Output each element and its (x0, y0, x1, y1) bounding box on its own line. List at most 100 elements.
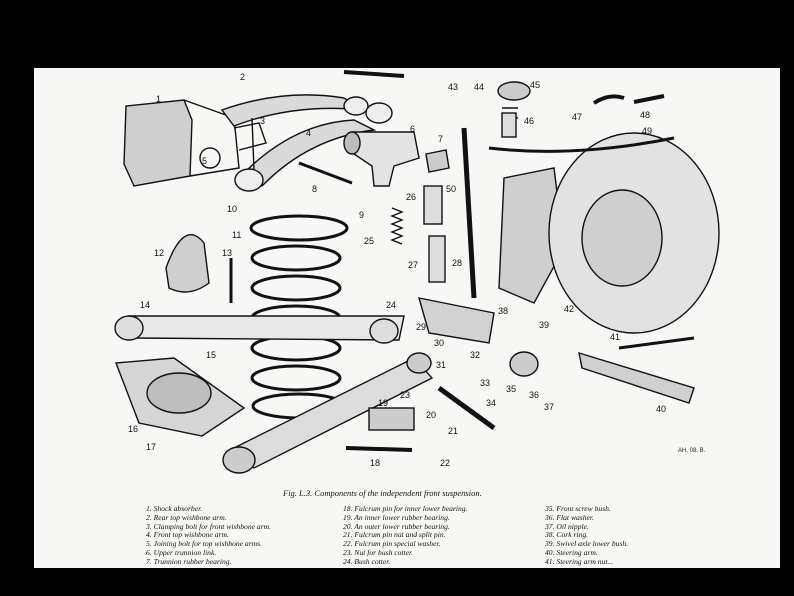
callout-7: 7 (438, 134, 443, 144)
legend-item: 23. Nut for bush cotter. (343, 547, 414, 557)
callout-42: 42 (564, 304, 574, 314)
legend-item: 20. An outer lower rubber bearing. (343, 521, 450, 531)
steering-arm-part (578, 351, 695, 404)
legend-item: 19. An inner lower rubber bearing. (343, 512, 450, 522)
rubber-bearing-part (368, 407, 415, 431)
callout-32: 32 (470, 350, 480, 360)
bolt-48-part (633, 94, 665, 104)
pin-34-part (437, 385, 496, 431)
swivel-bush-part (418, 297, 495, 344)
top-bolt-part (343, 70, 405, 78)
legend-item: 21. Fulcrum pin nut and split pin. (343, 530, 446, 540)
spring-seat-plate-part (115, 357, 246, 437)
callout-20: 20 (426, 410, 436, 420)
callout-31: 31 (436, 360, 446, 370)
callout-48: 48 (640, 110, 650, 120)
shock-absorber-part (123, 99, 267, 187)
fulcrum-pin-part (345, 446, 413, 452)
callout-34: 34 (486, 398, 496, 408)
legend-item: 35. Front screw bush. (545, 504, 611, 513)
washer-45-part (497, 81, 531, 101)
figure-caption: Fig. L.3. Components of the independent … (283, 488, 482, 498)
lower-wishbone-rear-part (222, 352, 434, 474)
legend-column-3: 35. Front screw bush. 36. Flat washer. 3… (545, 504, 629, 567)
callout-45: 45 (530, 80, 540, 90)
callout-27: 27 (408, 260, 418, 270)
small-spring-part (390, 207, 404, 245)
callout-35: 35 (506, 384, 516, 394)
figure-code: AH. 08. B. (678, 448, 706, 454)
callout-19: 19 (378, 398, 388, 408)
callout-11: 11 (232, 230, 241, 240)
clamping-bolt-part (251, 117, 255, 171)
callout-50: 50 (446, 184, 456, 194)
swivel-pin-part (461, 127, 477, 299)
callout-5: 5 (202, 156, 207, 166)
legend-column-2: 18. Fulcrum pin for inner lower bearing.… (343, 504, 468, 567)
callout-23: 23 (400, 390, 410, 400)
legend-item: 37. Oil nipple. (545, 521, 589, 531)
legend-item: 39. Swivel axle lower bush. (545, 539, 629, 549)
callout-17: 17 (146, 442, 156, 452)
bracket-47-part (592, 94, 625, 105)
callout-12: 12 (154, 248, 164, 258)
legend-item: 5. Joining bolt for top wishbone arms. (146, 539, 263, 549)
rear-top-wishbone-part (220, 94, 369, 127)
legend-item: 1. Shock absorber. (146, 504, 203, 513)
callout-44: 44 (474, 82, 484, 92)
bush-27-part (428, 235, 446, 283)
callout-9: 9 (359, 210, 364, 220)
joining-bolt-part (298, 161, 353, 185)
callout-10: 10 (227, 204, 237, 214)
legend-item: 24. Bush cotter. (343, 556, 391, 566)
callout-8: 8 (312, 184, 317, 194)
callout-40: 40 (656, 404, 666, 414)
callout-13: 13 (222, 248, 232, 258)
bush-35-part (509, 351, 539, 377)
legend-item: 3. Clamping bolt for front wishbone arm. (146, 521, 272, 531)
callout-39: 39 (539, 320, 549, 330)
callout-28: 28 (452, 258, 462, 268)
legend-item: 6. Upper trunnion link. (146, 547, 217, 557)
upper-trunnion-link-part (343, 131, 420, 187)
callout-3: 3 (260, 116, 265, 126)
callout-26: 26 (406, 192, 416, 202)
callout-16: 16 (128, 424, 138, 434)
legend-item: 36. Flat washer. (545, 512, 594, 522)
callout-33: 33 (480, 378, 490, 388)
callout-38: 38 (498, 306, 508, 316)
bush-26-part (423, 185, 443, 225)
callout-41: 41 (610, 332, 620, 342)
legend-item: 7. Trunnion rubber bearing. (146, 556, 232, 566)
callout-labels: 2 1 3 4 5 6 7 8 9 10 11 12 13 14 15 16 1… (128, 72, 666, 468)
legend-item: 22. Fulcrum pin special washer. (343, 539, 441, 549)
bush-46-part (501, 112, 517, 138)
manual-page: 2 1 3 4 5 6 7 8 9 10 11 12 13 14 15 16 1… (34, 68, 780, 568)
callout-15: 15 (206, 350, 216, 360)
bump-rubber-part (165, 233, 210, 293)
callout-29: 29 (416, 322, 426, 332)
brake-backplate-part (488, 132, 720, 334)
callout-46: 46 (524, 116, 534, 126)
suspension-exploded-diagram: 2 1 3 4 5 6 7 8 9 10 11 12 13 14 15 16 1… (114, 70, 720, 474)
callout-49: 49 (642, 126, 652, 136)
legend-item: 40. Steering arm. (545, 547, 598, 557)
callout-2: 2 (240, 72, 245, 82)
callout-14: 14 (140, 300, 150, 310)
legend-item: 2. Rear top wishbone arm. (146, 512, 227, 522)
front-top-wishbone-part (234, 102, 393, 192)
legend-column-1: 1. Shock absorber. 2. Rear top wishbone … (146, 504, 272, 567)
callout-36: 36 (529, 390, 539, 400)
steering-bolt-part (618, 336, 695, 350)
legend-item: 41. Steering arm nut... (545, 556, 614, 566)
callout-18: 18 (370, 458, 380, 468)
callout-24: 24 (386, 300, 396, 310)
callout-37: 37 (544, 402, 554, 412)
callout-25: 25 (364, 236, 374, 246)
callout-47: 47 (572, 112, 582, 122)
legend-item: 18. Fulcrum pin for inner lower bearing. (343, 504, 468, 513)
callout-22: 22 (440, 458, 450, 468)
callout-43: 43 (448, 82, 458, 92)
callout-6: 6 (410, 124, 415, 134)
callout-1: 1 (156, 94, 161, 104)
